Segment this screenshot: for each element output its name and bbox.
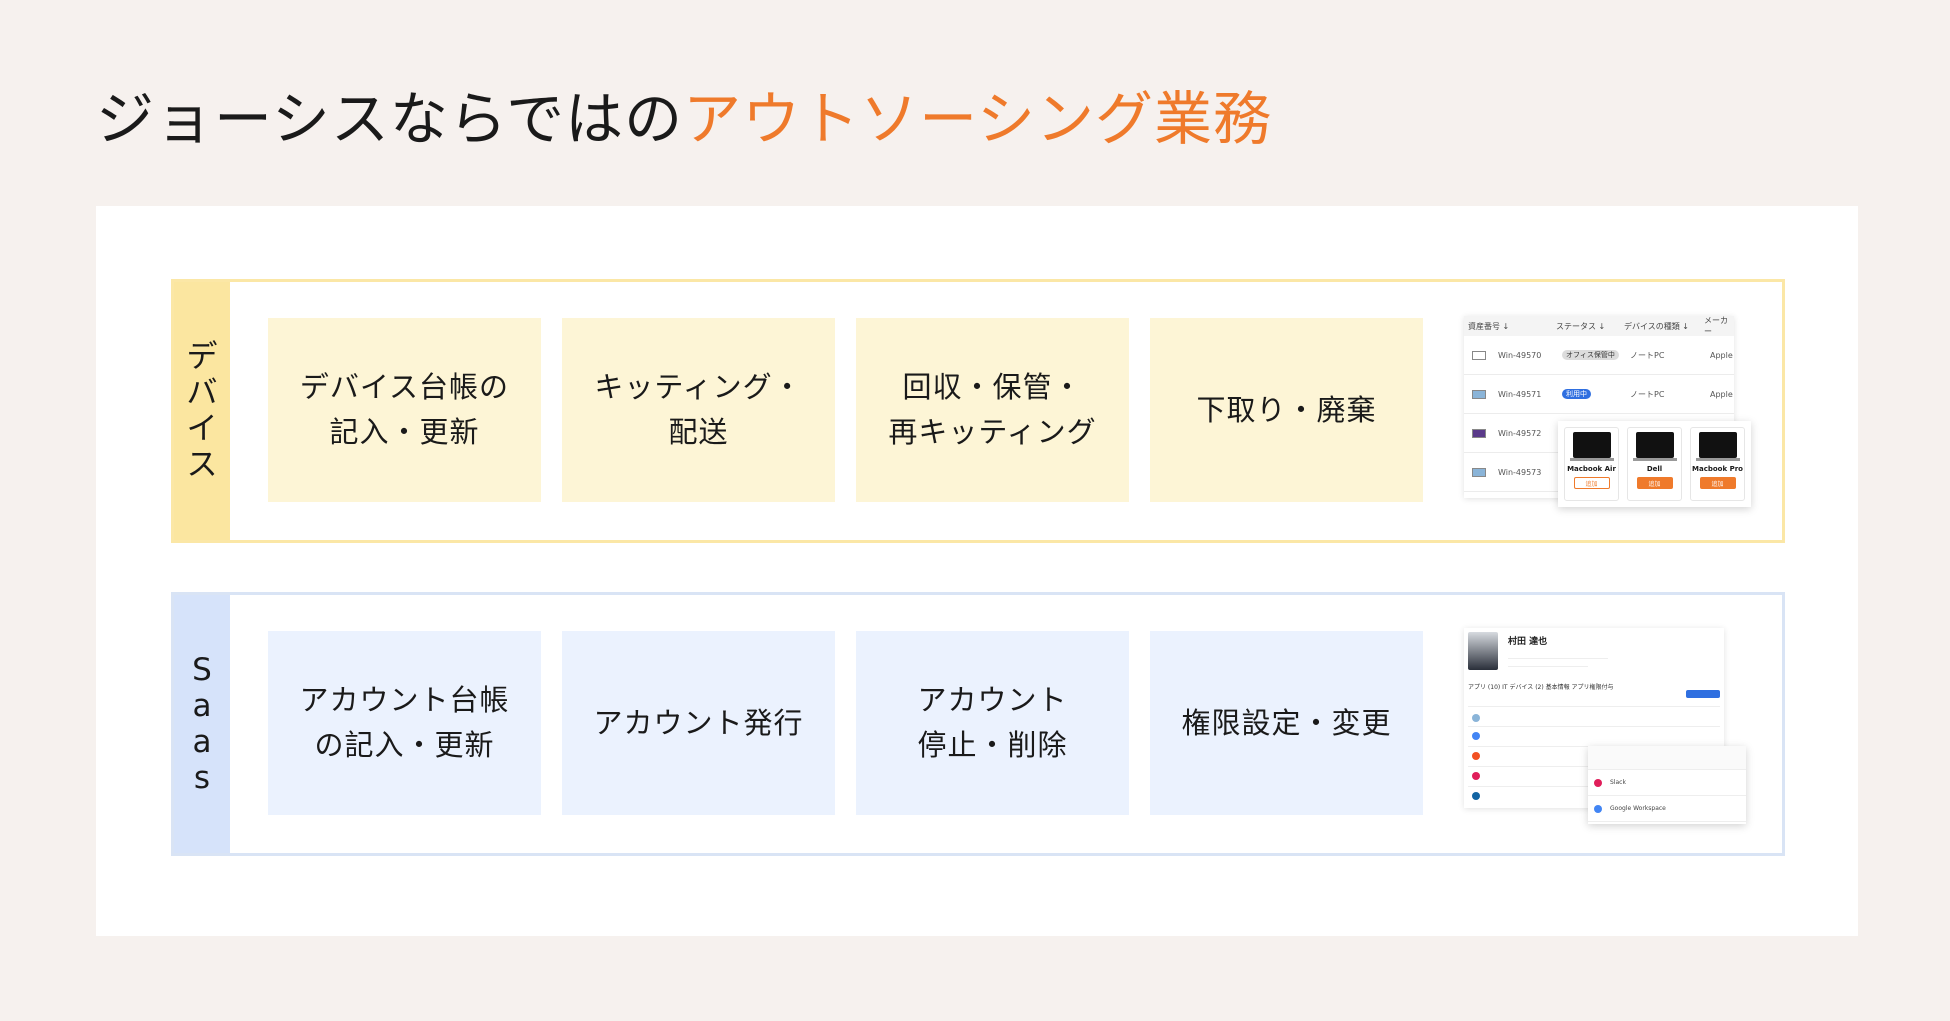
add-button[interactable]: 追加 [1636,477,1673,489]
laptop-name: Macbook Pro [1692,465,1743,473]
device-row: デ バ イ ス デバイス台帳の 記入・更新 キッティング・ 配送 回収・保管・ … [171,279,1785,543]
app-permission-popup: Slack Google Workspace [1588,746,1746,824]
slack-icon [1594,778,1602,787]
account-issue-tile: アカウント発行 [562,631,835,815]
google-icon [1594,804,1602,813]
user-name: 村田 達也 [1508,637,1548,647]
permission-settings-tile: 権限設定・変更 [1150,631,1423,815]
device-tiles: デバイス台帳の 記入・更新 キッティング・ 配送 回収・保管・ 再キッティング … [268,318,1423,502]
app-icon [1472,714,1480,722]
laptop-option: Macbook Pro 追加 [1690,427,1745,501]
header-maker: メーカー [1704,316,1728,336]
table-row: Win-49571 利用中 ノートPC Apple [1464,375,1734,414]
asset-table-header: 資産番号 ↓ ステータス ↓ デバイスの種類 ↓ メーカー [1464,316,1734,336]
header-device-type: デバイスの種類 ↓ [1624,321,1690,331]
microsoft-icon [1472,752,1480,760]
list-item: Google Workspace [1588,796,1746,822]
laptop-option: Dell 追加 [1627,427,1682,501]
app-icon [1472,792,1480,800]
asset-id: Win-49571 [1498,389,1542,399]
slack-icon [1472,772,1480,780]
list-item: Slack [1588,770,1746,796]
status-badge: オフィス保管中 [1562,350,1619,360]
laptop-icon [1472,389,1486,399]
saas-label-char: a [192,724,212,760]
account-suspend-delete-tile: アカウント 停止・削除 [856,631,1129,815]
asset-id: Win-49570 [1498,350,1542,360]
avatar [1468,632,1498,670]
device-type: ノートPC [1630,389,1665,399]
laptop-icon [1472,428,1486,438]
laptop-icon [1472,350,1486,360]
tradein-disposal-tile: 下取り・廃棄 [1150,318,1423,502]
device-label-char: バ [186,375,218,411]
status-badge: 利用中 [1562,389,1591,399]
device-ledger-tile: デバイス台帳の 記入・更新 [268,318,541,502]
device-row-label: デ バ イ ス [174,282,230,540]
saas-row-label: S a a s [174,595,230,853]
header-asset-id: 資産番号 ↓ [1468,321,1510,331]
app-name: Google Workspace [1610,805,1666,812]
maker: Apple [1710,389,1733,399]
add-account-button[interactable] [1686,690,1720,698]
page-title-accent: アウトソーシング業務 [683,85,1272,153]
device-type: ノートPC [1630,350,1665,360]
page-title-prefix: ジョーシスならではの [96,85,684,153]
app-name: Slack [1610,779,1626,786]
account-ledger-tile: アカウント台帳 の記入・更新 [268,631,541,815]
kitting-delivery-tile: キッティング・ 配送 [562,318,835,502]
saas-label-char: S [192,652,212,688]
maker: Apple [1710,350,1733,360]
content-card: デ バ イ ス デバイス台帳の 記入・更新 キッティング・ 配送 回収・保管・ … [96,206,1858,936]
laptop-image [1572,432,1611,458]
device-label-char: デ [186,339,218,375]
asset-id: Win-49573 [1498,467,1542,477]
table-row: Win-49570 オフィス保管中 ノートPC Apple [1464,336,1734,375]
page-title: ジョーシスならではのアウトソーシング業務 [96,72,1272,156]
saas-profile-mockup: 村田 達也 アプリ (10) IT デバイス (2) 基本情報 アプリ権限付与 [1464,628,1749,828]
device-select-popup: Macbook Air 追加 Dell 追加 Macbook Pro 追加 [1558,421,1751,507]
asset-id: Win-49572 [1498,428,1542,438]
add-button[interactable]: 追加 [1699,477,1736,489]
saas-label-char: a [192,688,212,724]
add-button[interactable]: 追加 [1573,477,1610,489]
google-icon [1472,732,1480,740]
saas-label-char: s [193,760,211,796]
saas-tiles: アカウント台帳 の記入・更新 アカウント発行 アカウント 停止・削除 権限設定・… [268,631,1423,815]
laptop-name: Macbook Air [1567,465,1616,473]
device-label-char: イ [186,411,218,447]
saas-row: S a a s アカウント台帳 の記入・更新 アカウント発行 アカウント 停止・… [171,592,1785,856]
laptop-icon [1472,467,1486,477]
laptop-image [1698,432,1737,458]
laptop-image [1635,432,1674,458]
collect-store-rekit-tile: 回収・保管・ 再キッティング [856,318,1129,502]
laptop-name: Dell [1646,465,1663,473]
device-list-mockup: 資産番号 ↓ ステータス ↓ デバイスの種類 ↓ メーカー Win-49570 … [1464,316,1751,512]
laptop-option: Macbook Air 追加 [1564,427,1619,501]
profile-tabs: アプリ (10) IT デバイス (2) 基本情報 アプリ権限付与 [1468,684,1614,691]
device-label-char: ス [186,447,218,483]
header-status: ステータス ↓ [1556,321,1606,331]
